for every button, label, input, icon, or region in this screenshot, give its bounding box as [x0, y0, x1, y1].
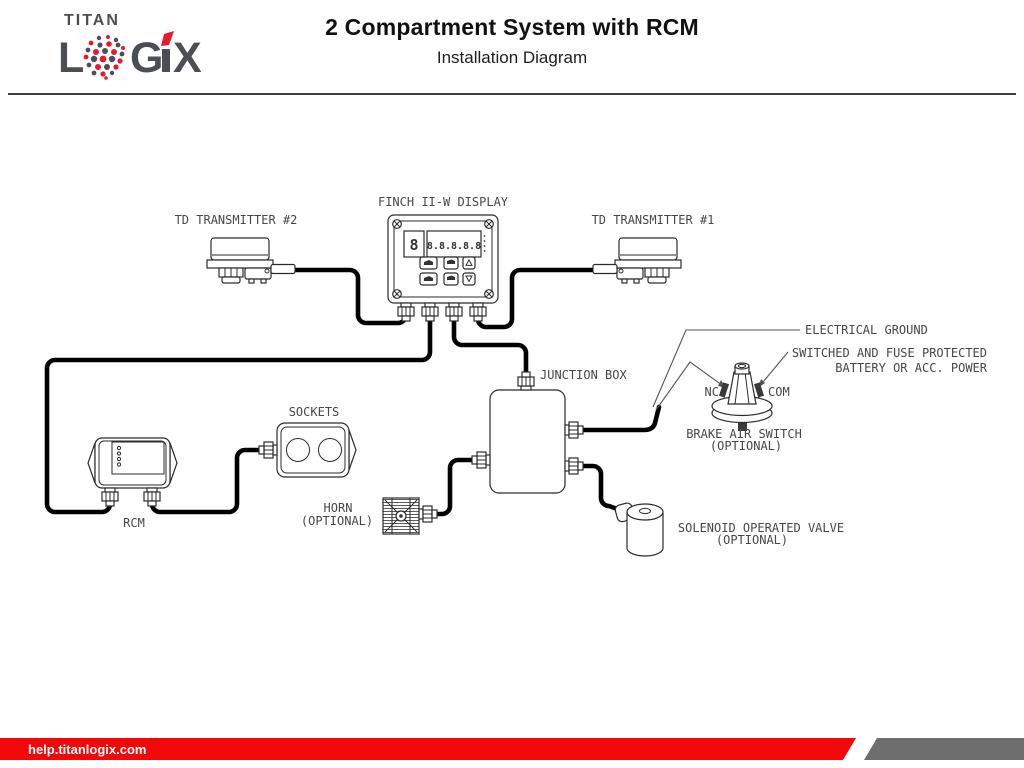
brake-air-switch: NC COM BRAKE AIR SWITCH (OPTIONAL) [686, 362, 802, 453]
cable-display-to-td1 [475, 267, 595, 330]
display-button-up [462, 256, 476, 270]
junction-box-label: JUNCTION BOX [540, 368, 627, 382]
page-subtitle: Installation Diagram [436, 48, 588, 67]
power-label-line1: SWITCHED AND FUSE PROTECTED [792, 346, 987, 360]
horn-optional-label: (OPTIONAL) [301, 514, 373, 528]
cable-display-to-rcm [44, 314, 433, 515]
td-transmitter-1: TD TRANSMITTER #1 [592, 213, 715, 284]
td-transmitter-2-label: TD TRANSMITTER #2 [175, 213, 298, 227]
cable-rcm-to-sockets [149, 447, 263, 515]
solenoid-valve: SOLENOID OPERATED VALVE (OPTIONAL) [614, 502, 844, 557]
footer-red-bar: help.titanlogix.com [0, 738, 856, 760]
com-terminal [753, 382, 765, 398]
display-digit-left: 8 [409, 236, 418, 254]
header: TITAN L G X 2 Compartment System [0, 0, 1024, 96]
electrical-ground-label: ELECTRICAL GROUND [805, 323, 928, 337]
logo-letter-i-red-tick [161, 31, 174, 46]
logo-letter-g: G [130, 34, 163, 82]
tank-icon [447, 275, 455, 280]
display-indicator-dots [483, 235, 486, 252]
globe-o-icon [83, 35, 125, 80]
display-digits-right: 8.8.8.8.8 [427, 241, 481, 252]
tank-icon [447, 259, 455, 264]
junction-box: JUNCTION BOX [471, 368, 627, 494]
display-button-down [462, 272, 476, 286]
sockets: SOCKETS [258, 405, 357, 478]
display-keypad [419, 256, 476, 286]
brake-air-switch-optional-label: (OPTIONAL) [710, 439, 782, 453]
cable-display-to-junction [451, 314, 529, 377]
switch-stem [738, 418, 747, 431]
cable-junction-to-solenoid [578, 463, 623, 513]
td-transmitter-2: TD TRANSMITTER #2 [175, 213, 298, 284]
logo-logix-graphic: L G X [58, 31, 202, 82]
cable-horn-to-junction [432, 457, 477, 517]
brake-air-switch-label: BRAKE AIR SWITCH [686, 427, 802, 441]
up-arrow-icon [465, 258, 473, 266]
finch-display-label: FINCH II-W DISPLAY [378, 195, 509, 209]
sockets-label: SOCKETS [289, 405, 340, 419]
logo-letter-x: X [173, 34, 202, 82]
display-digit-window-left [403, 230, 425, 258]
solenoid-valve-optional-label: (OPTIONAL) [716, 533, 788, 547]
footer-gray-accent [864, 738, 1024, 760]
logo-letter-l: L [58, 34, 84, 82]
rcm-module: RCM [87, 437, 178, 530]
footer-help-link[interactable]: help.titanlogix.com [28, 741, 147, 757]
nc-label: NC [705, 385, 719, 399]
nc-terminal [718, 382, 730, 398]
td-transmitter-1-label: TD TRANSMITTER #1 [592, 213, 715, 227]
rcm-label: RCM [123, 516, 145, 530]
logo-titan-text: TITAN [64, 12, 120, 29]
header-divider [8, 93, 1016, 95]
horn: HORN (OPTIONAL) [301, 497, 438, 535]
solenoid-valve-label: SOLENOID OPERATED VALVE [678, 521, 844, 535]
page-title: 2 Compartment System with RCM [325, 14, 699, 40]
com-label: COM [768, 385, 790, 399]
tank-icon [424, 276, 433, 281]
down-arrow-icon [465, 275, 473, 283]
power-label-line2: BATTERY OR ACC. POWER [835, 361, 987, 375]
finch-display: FINCH II-W DISPLAY 8 8.8.8.8.8 [378, 195, 509, 322]
logo-letter-i-stem [162, 49, 170, 72]
tank-icon [424, 260, 433, 265]
cable-junction-to-power [578, 404, 662, 433]
titan-logix-logo: TITAN L G X [58, 12, 218, 86]
cables [44, 267, 662, 517]
horn-label: HORN [324, 501, 353, 515]
